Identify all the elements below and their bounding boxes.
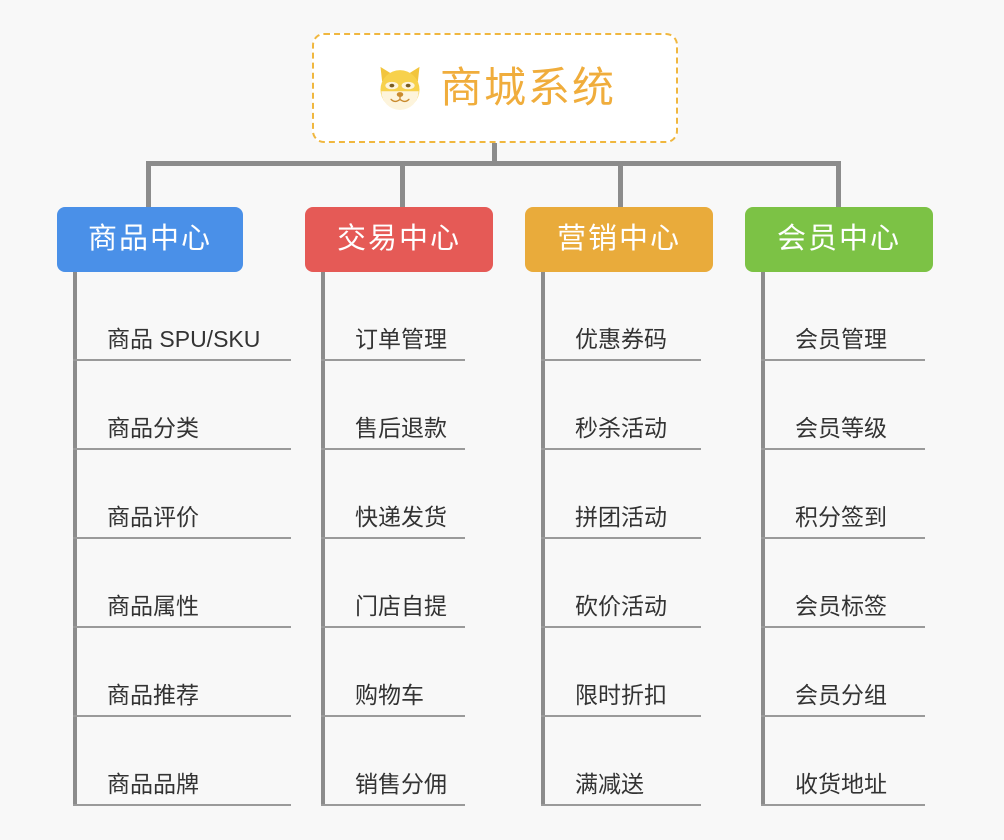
connector-drop-1 <box>146 161 151 209</box>
category-label: 商品中心 <box>87 223 212 255</box>
leaf-item-label: 秒杀活动 <box>575 414 667 441</box>
leaf-item-label: 会员分组 <box>795 681 887 708</box>
leaf-item-underline <box>321 626 465 628</box>
leaf-item-label: 积分签到 <box>795 503 887 530</box>
leaf-item-label: 售后退款 <box>355 414 447 441</box>
leaf-item-label: 订单管理 <box>355 325 447 352</box>
leaf-item[interactable]: 快递发货 <box>321 450 465 539</box>
leaf-item[interactable]: 收货地址 <box>761 717 925 806</box>
leaf-item-label: 会员管理 <box>795 325 887 352</box>
branch-trunk-line <box>541 272 545 806</box>
connector-drop-2 <box>400 161 405 209</box>
leaf-item-underline <box>73 626 291 628</box>
category-box-1[interactable]: 商品中心 <box>57 207 243 272</box>
leaf-item[interactable]: 商品品牌 <box>73 717 291 806</box>
root-node-mall-system[interactable]: 商城系统 <box>312 33 678 143</box>
leaf-item[interactable]: 商品属性 <box>73 539 291 628</box>
leaf-item[interactable]: 限时折扣 <box>541 628 701 717</box>
leaf-item-underline <box>73 359 291 361</box>
connector-drop-4 <box>836 161 841 209</box>
leaf-item[interactable]: 订单管理 <box>321 272 465 361</box>
category-label: 会员中心 <box>776 223 901 255</box>
leaf-item[interactable]: 满减送 <box>541 717 701 806</box>
leaf-item-underline <box>541 359 701 361</box>
leaf-item-underline <box>73 537 291 539</box>
leaf-item-label: 商品属性 <box>107 592 199 619</box>
leaf-item-label: 会员标签 <box>795 592 887 619</box>
connector-root-stem <box>492 143 497 165</box>
branch-trunk-line <box>761 272 765 806</box>
leaf-item-label: 商品 SPU/SKU <box>107 325 261 352</box>
shiba-dog-face-icon <box>374 62 426 114</box>
leaf-item[interactable]: 门店自提 <box>321 539 465 628</box>
root-title: 商城系统 <box>439 64 616 111</box>
leaf-item-underline <box>321 804 465 806</box>
leaf-item[interactable]: 积分签到 <box>761 450 925 539</box>
leaf-item[interactable]: 会员分组 <box>761 628 925 717</box>
leaf-item-label: 商品推荐 <box>107 681 199 708</box>
leaf-item[interactable]: 会员等级 <box>761 361 925 450</box>
leaf-item-underline <box>73 715 291 717</box>
category-label: 营销中心 <box>556 223 681 255</box>
leaf-item[interactable]: 售后退款 <box>321 361 465 450</box>
leaf-item-underline <box>761 804 925 806</box>
leaf-item[interactable]: 购物车 <box>321 628 465 717</box>
leaf-item-label: 销售分佣 <box>355 770 447 797</box>
leaf-item[interactable]: 销售分佣 <box>321 717 465 806</box>
leaf-item[interactable]: 商品分类 <box>73 361 291 450</box>
leaf-item[interactable]: 商品 SPU/SKU <box>73 272 291 361</box>
leaf-item[interactable]: 秒杀活动 <box>541 361 701 450</box>
leaf-item-underline <box>321 537 465 539</box>
leaf-item-label: 商品品牌 <box>107 770 199 797</box>
leaf-item-underline <box>321 359 465 361</box>
category-label: 交易中心 <box>336 223 461 255</box>
category-branch-2: 订单管理售后退款快递发货门店自提购物车销售分佣 <box>321 272 493 806</box>
branch-trunk-line <box>321 272 325 806</box>
leaf-item[interactable]: 优惠券码 <box>541 272 701 361</box>
leaf-item-underline <box>761 359 925 361</box>
leaf-item-label: 砍价活动 <box>575 592 667 619</box>
leaf-item-underline <box>761 626 925 628</box>
leaf-item[interactable]: 商品推荐 <box>73 628 291 717</box>
leaf-item-underline <box>73 448 291 450</box>
leaf-item-label: 购物车 <box>355 681 424 708</box>
leaf-item-underline <box>73 804 291 806</box>
category-box-2[interactable]: 交易中心 <box>305 207 493 272</box>
leaf-item[interactable]: 砍价活动 <box>541 539 701 628</box>
leaf-item[interactable]: 会员管理 <box>761 272 925 361</box>
leaf-item-label: 收货地址 <box>795 770 887 797</box>
category-branch-3: 优惠券码秒杀活动拼团活动砍价活动限时折扣满减送 <box>541 272 729 806</box>
leaf-item-underline <box>761 537 925 539</box>
category-box-3[interactable]: 营销中心 <box>525 207 713 272</box>
leaf-item[interactable]: 商品评价 <box>73 450 291 539</box>
leaf-item-underline <box>541 804 701 806</box>
leaf-item[interactable]: 会员标签 <box>761 539 925 628</box>
leaf-item-underline <box>541 448 701 450</box>
leaf-item-underline <box>541 537 701 539</box>
leaf-item-label: 满减送 <box>575 770 644 797</box>
leaf-item-underline <box>321 715 465 717</box>
leaf-item-label: 限时折扣 <box>575 681 667 708</box>
leaf-item-underline <box>761 448 925 450</box>
leaf-item-label: 门店自提 <box>355 592 447 619</box>
category-branch-4: 会员管理会员等级积分签到会员标签会员分组收货地址 <box>761 272 953 806</box>
leaf-item-underline <box>321 448 465 450</box>
category-box-4[interactable]: 会员中心 <box>745 207 933 272</box>
leaf-item-underline <box>541 626 701 628</box>
branch-trunk-line <box>73 272 77 806</box>
leaf-item[interactable]: 拼团活动 <box>541 450 701 539</box>
leaf-item-label: 会员等级 <box>795 414 887 441</box>
leaf-item-label: 快递发货 <box>355 503 447 530</box>
leaf-item-underline <box>541 715 701 717</box>
leaf-item-label: 优惠券码 <box>575 325 667 352</box>
leaf-item-label: 商品分类 <box>107 414 199 441</box>
leaf-item-underline <box>761 715 925 717</box>
connector-drop-3 <box>618 161 623 209</box>
category-branch-1: 商品 SPU/SKU 商品分类商品评价商品属性商品推荐商品品牌 <box>73 272 319 806</box>
leaf-item-label: 拼团活动 <box>575 503 667 530</box>
leaf-item-label: 商品评价 <box>107 503 199 530</box>
connector-horizontal-bus <box>148 161 840 166</box>
